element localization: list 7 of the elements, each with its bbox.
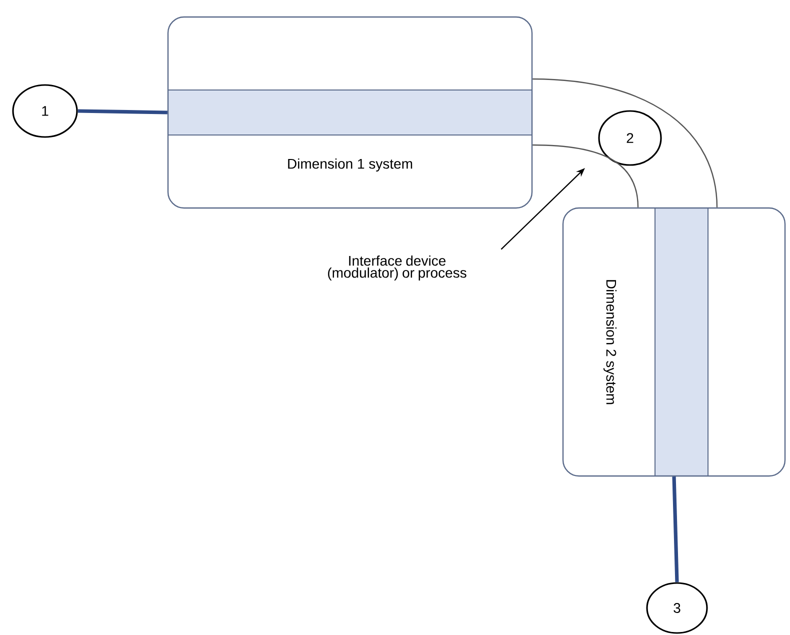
connector-line — [532, 78, 718, 208]
connector-line — [672, 476, 679, 582]
callout-text: Interface device (modulator) or process — [328, 255, 466, 281]
system-box: Dimension 2 system — [562, 207, 786, 477]
system-box: Dimension 1 system — [167, 16, 533, 209]
connector-line — [78, 109, 168, 114]
connector-line — [532, 144, 639, 208]
